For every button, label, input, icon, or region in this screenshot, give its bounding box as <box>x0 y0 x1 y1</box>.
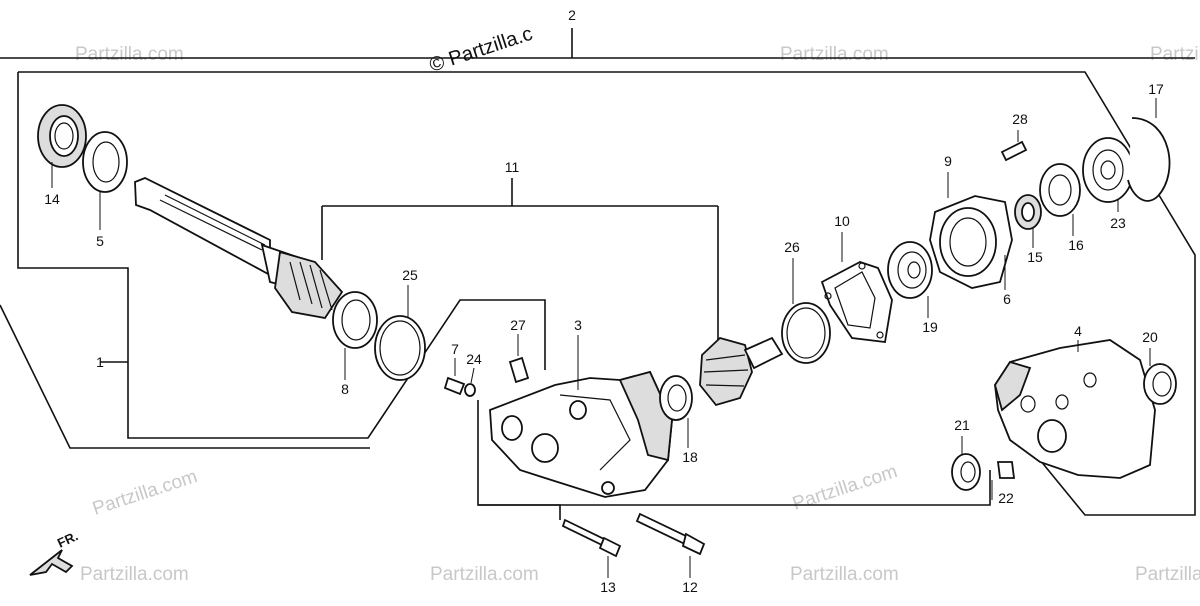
callout-22: 22 <box>998 490 1014 506</box>
part-5-washer <box>82 131 128 230</box>
assembly-bracket-11 <box>321 178 719 340</box>
part-22-plug <box>991 461 1016 500</box>
part-3-gear-case <box>489 335 673 498</box>
part-11-ring-gear <box>699 336 784 407</box>
callout-3: 3 <box>574 317 582 333</box>
part-25-o-ring <box>374 285 426 381</box>
callout-15: 15 <box>1027 249 1043 265</box>
callout-20: 20 <box>1142 329 1158 345</box>
part-7-bolt <box>443 358 466 396</box>
callout-12: 12 <box>682 579 698 595</box>
callout-26: 26 <box>784 239 800 255</box>
callout-28: 28 <box>1012 111 1028 127</box>
part-14-oil-seal <box>37 104 87 188</box>
callout-17: 17 <box>1148 81 1164 97</box>
callout-6: 6 <box>1003 291 1011 307</box>
part-24-washer <box>464 367 476 397</box>
watermark-text: Partzilla.com <box>790 564 899 585</box>
watermark-text: Partzilla.com <box>1150 44 1200 65</box>
part-23-oil-seal <box>1082 137 1134 212</box>
callout-labels: 1 2 3 4 5 6 7 8 9 10 11 12 13 14 15 16 1… <box>44 7 1164 595</box>
callout-1: 1 <box>96 354 104 370</box>
callout-23: 23 <box>1110 215 1126 231</box>
part-18-bearing <box>659 375 693 448</box>
watermark-text: Partzilla.com <box>780 44 889 65</box>
watermark-text: Partzilla.com <box>90 466 200 520</box>
part-4-gear-case-cover <box>994 339 1156 479</box>
part-1-drive-shaft <box>134 177 344 319</box>
part-20-oil-seal <box>1143 348 1177 405</box>
part-15-lock-washer <box>1014 194 1042 248</box>
part-21-oil-seal <box>951 436 981 491</box>
part-9-bearing-holder <box>929 172 1013 289</box>
assembly-bracket-2 <box>0 28 1196 516</box>
watermark-text: Partzilla.com <box>80 564 189 585</box>
watermark-text: Partzilla.com <box>430 564 539 585</box>
direction-label: FR. <box>55 528 80 550</box>
callout-19: 19 <box>922 319 938 335</box>
callout-13: 13 <box>600 579 616 595</box>
callout-11: 11 <box>505 159 520 175</box>
watermark-text: Partzilla.com <box>1135 564 1200 585</box>
callout-18: 18 <box>682 449 698 465</box>
part-17-circlip <box>1127 98 1171 202</box>
watermark-text: Partzilla.com <box>790 461 900 515</box>
copyright-watermark: © Partzilla.c <box>427 23 536 77</box>
part-27-dowel-pin <box>508 334 530 384</box>
watermark-layer: Partzilla.com Partzilla.com Partzilla.co… <box>75 23 1200 585</box>
callout-14: 14 <box>44 191 60 207</box>
callout-4: 4 <box>1074 323 1082 339</box>
part-13-bolt <box>561 518 622 578</box>
callout-25: 25 <box>402 267 418 283</box>
assembly-bracket-1 <box>100 361 991 520</box>
callout-16: 16 <box>1068 237 1084 253</box>
callout-24: 24 <box>466 351 482 367</box>
callout-27: 27 <box>510 317 526 333</box>
part-28-bolt <box>1000 130 1028 162</box>
part-19-bearing <box>887 241 933 318</box>
callout-7: 7 <box>451 341 459 357</box>
callout-2: 2 <box>568 7 576 23</box>
callout-5: 5 <box>96 233 104 249</box>
part-26-o-ring <box>781 258 831 364</box>
part-16-lock-nut <box>1039 163 1081 236</box>
part-10-gasket <box>820 232 893 343</box>
callout-9: 9 <box>944 153 952 169</box>
callout-21: 21 <box>954 417 970 433</box>
part-12-bolt <box>635 512 706 578</box>
callout-10: 10 <box>834 213 850 229</box>
watermark-text: Partzilla.com <box>75 44 184 65</box>
part-8-shim <box>332 291 378 380</box>
callout-8: 8 <box>341 381 349 397</box>
front-direction-arrow: FR. <box>29 528 80 576</box>
